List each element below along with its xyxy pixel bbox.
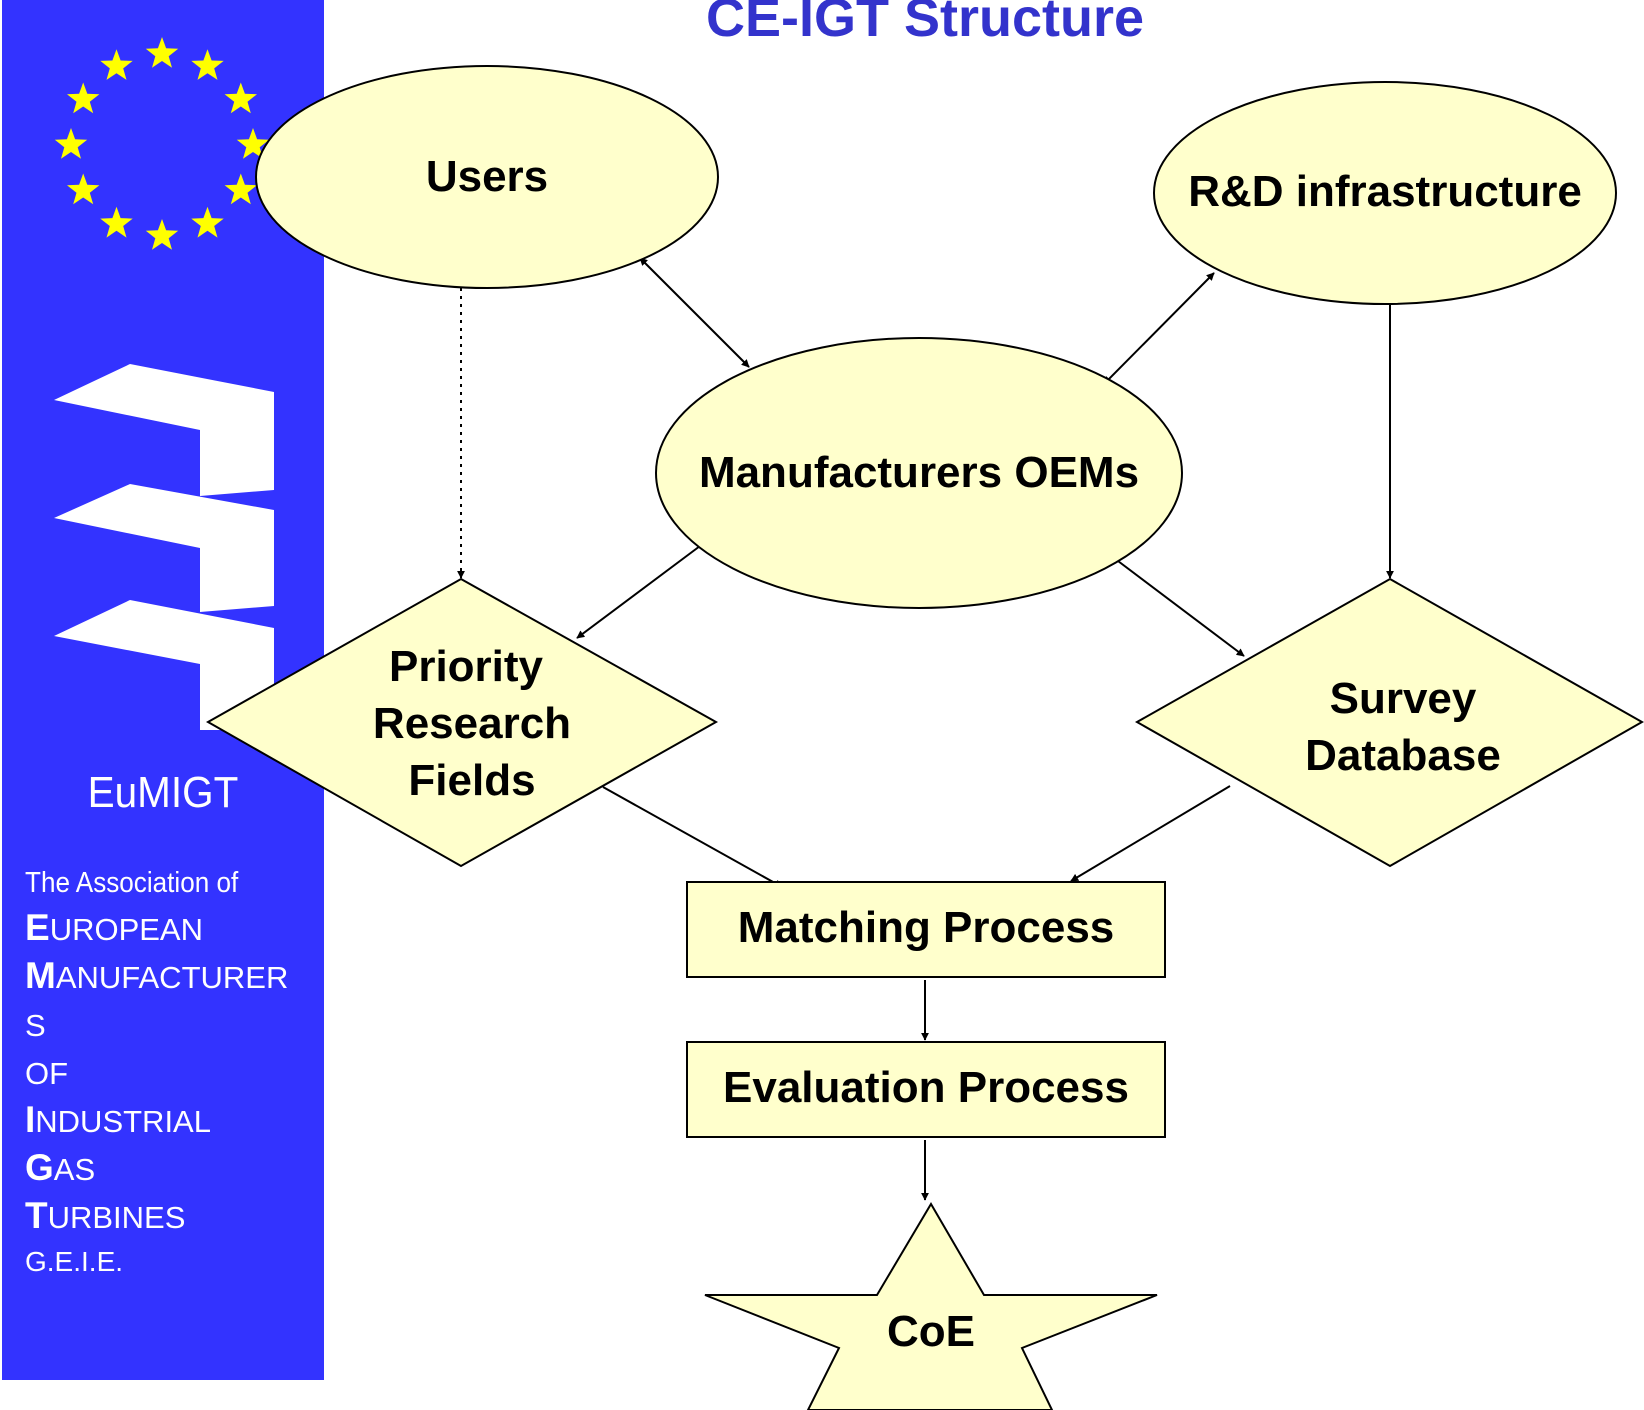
node-label: Database	[1305, 731, 1501, 780]
word-initial: M	[25, 955, 56, 996]
association-intro: The Association of	[25, 867, 239, 899]
eu-star-icon	[191, 206, 224, 238]
word-initial: I	[25, 1099, 36, 1140]
association-line: GAS	[25, 1144, 288, 1192]
blade-shape	[54, 600, 274, 730]
node-evaluation-process: Evaluation Process	[686, 1041, 1166, 1138]
eu-flag-stars-icon	[54, 37, 270, 250]
node-coe: CoE	[704, 1202, 1158, 1410]
node-rd-infrastructure: R&D infrastructure	[1153, 81, 1617, 305]
node-label: CoE	[887, 1307, 975, 1356]
eu-star-icon	[236, 128, 270, 159]
word-rest: URBINES	[47, 1200, 186, 1235]
association-text: The Association of EUROPEAN MANUFACTURER…	[25, 862, 288, 1284]
association-outro: G.E.I.E.	[25, 1246, 124, 1277]
edge-manufacturers-survey	[1117, 560, 1245, 657]
eu-star-icon	[67, 82, 100, 114]
association-line: EUROPEAN	[25, 904, 288, 952]
node-shape	[686, 881, 1166, 978]
association-line: S	[25, 1000, 288, 1048]
eu-star-icon	[145, 219, 179, 250]
node-users: Users	[255, 65, 719, 289]
blade-shape	[54, 484, 274, 612]
association-line: OF	[25, 1048, 288, 1096]
node-label: Research	[373, 699, 571, 748]
word-rest: ANUFACTURER	[55, 960, 289, 995]
eu-star-icon	[67, 173, 100, 205]
coe-star-icon	[704, 1202, 1158, 1410]
edge-users-manufacturers	[639, 257, 750, 368]
association-line: INDUSTRIAL	[25, 1096, 288, 1144]
node-label: R&D infrastructure	[1188, 167, 1582, 216]
page-title: CE-IGT Structure	[706, 0, 1144, 48]
logo-graphics	[54, 37, 274, 730]
node-priority-research-fields: Priority Research Fields	[205, 577, 719, 868]
eu-star-icon	[100, 49, 133, 80]
word-rest: S	[25, 1008, 46, 1043]
node-shape	[205, 577, 719, 868]
node-shape	[686, 1041, 1166, 1138]
node-label: Survey	[1330, 674, 1477, 723]
eu-star-icon	[145, 37, 179, 68]
word-initial: G	[25, 1147, 54, 1188]
word-initial: E	[25, 907, 50, 948]
eu-star-icon	[54, 128, 88, 159]
edge-manufacturers-priority	[576, 545, 701, 639]
word-rest: UROPEAN	[49, 912, 203, 947]
node-shape	[255, 65, 719, 289]
word-rest: AS	[53, 1152, 96, 1187]
connector-edges	[457, 257, 1394, 1201]
node-label: Matching Process	[738, 903, 1115, 952]
node-label: Users	[426, 152, 548, 201]
association-line: TURBINES	[25, 1192, 288, 1240]
eu-star-icon	[100, 206, 133, 238]
eu-star-icon	[191, 49, 224, 80]
node-shape	[1134, 577, 1644, 868]
word-initial: T	[25, 1195, 48, 1236]
edge-survey-matching	[1070, 785, 1231, 882]
node-label: Fields	[408, 756, 535, 805]
blade-shape	[54, 364, 274, 496]
word-rest: OF	[25, 1056, 69, 1091]
brand-name: EuMIGT	[87, 768, 239, 817]
eu-star-icon	[224, 173, 257, 205]
stacked-blades-logo-icon	[54, 364, 274, 730]
edge-priority-matching	[602, 786, 783, 888]
eu-star-icon	[224, 82, 257, 114]
association-line: MANUFACTURER	[25, 952, 288, 1000]
node-label: Evaluation Process	[723, 1063, 1129, 1112]
node-manufacturers: Manufacturers OEMs	[655, 337, 1183, 609]
node-label: Priority	[389, 642, 544, 691]
node-matching-process: Matching Process	[686, 881, 1166, 978]
node-survey-database: Survey Database	[1134, 577, 1644, 868]
edge-rd-manufacturers	[1103, 272, 1215, 385]
node-label: Manufacturers OEMs	[699, 448, 1139, 497]
node-shape	[655, 337, 1183, 609]
word-rest: NDUSTRIAL	[35, 1104, 211, 1139]
node-shape	[1153, 81, 1617, 305]
